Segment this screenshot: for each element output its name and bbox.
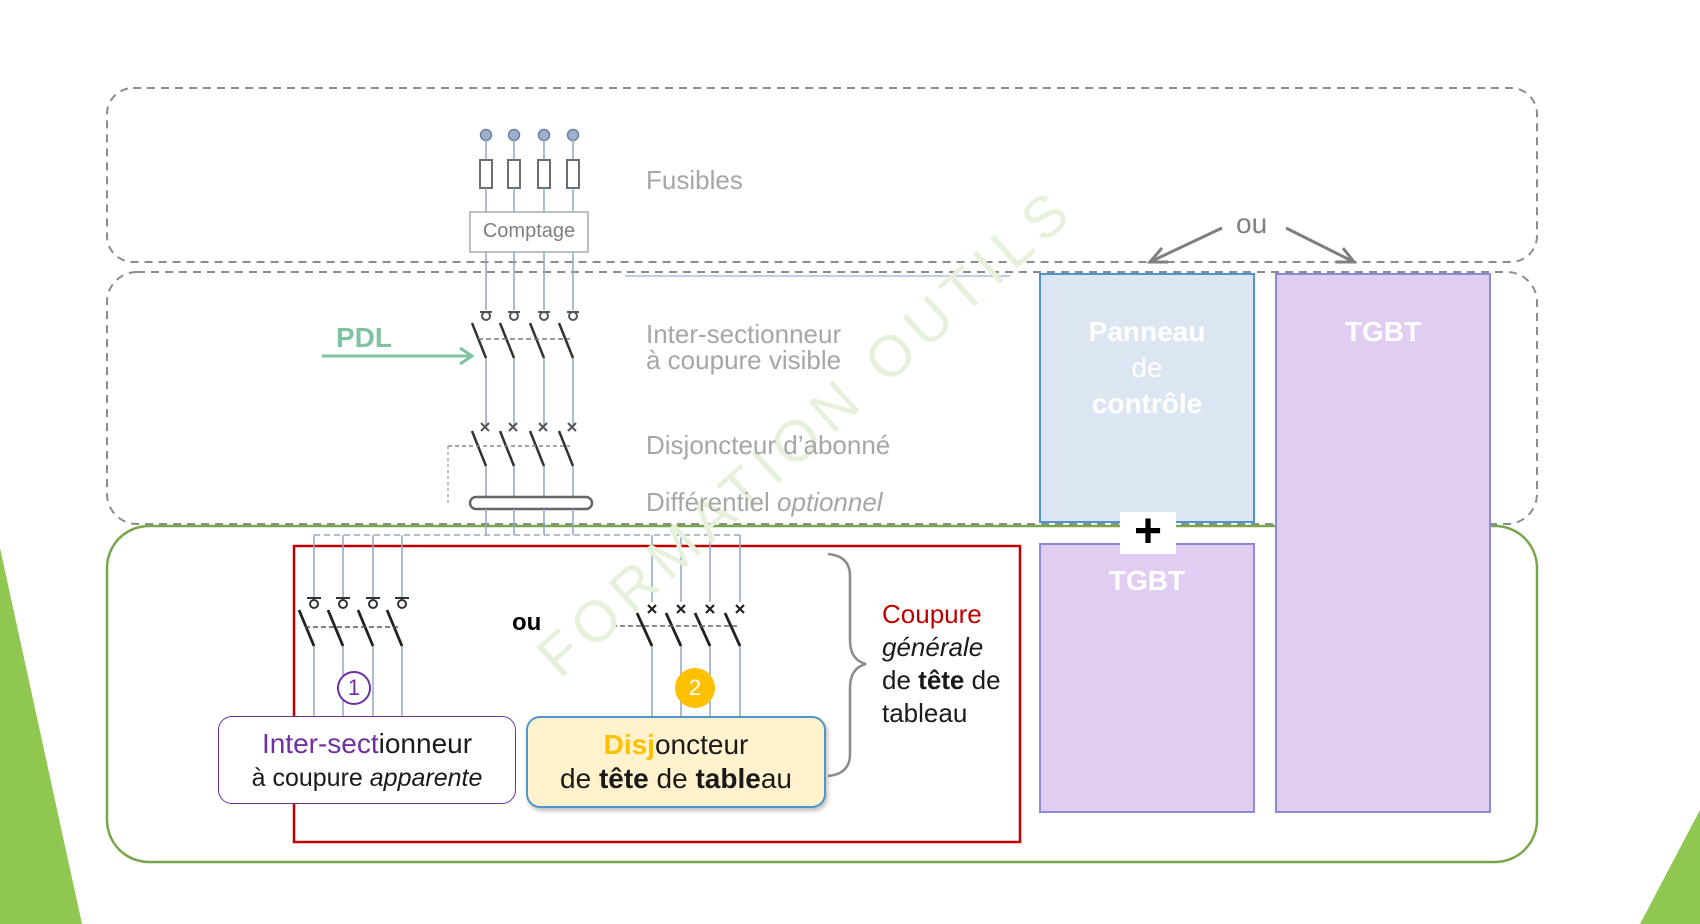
differentiel-word: Différentiel xyxy=(646,487,770,517)
de-word: de xyxy=(1131,352,1163,383)
comptage-label: Comptage xyxy=(482,220,576,242)
fuse-wires-bottom xyxy=(485,188,574,212)
controle-word: contrôle xyxy=(1091,388,1203,419)
pdl-arrow-head xyxy=(459,346,475,366)
optionnel-word: optionnel xyxy=(777,487,883,517)
tgbt-small-label: TGBT xyxy=(1108,565,1186,596)
apparente-part: apparente xyxy=(369,764,483,792)
curly-brace xyxy=(827,552,867,778)
inter-sectionneur-label-line1: Inter-sectionneur xyxy=(646,319,842,349)
panneau-de-controle-label: Panneau de contrôle xyxy=(1040,314,1254,422)
generale-word: générale xyxy=(882,632,984,662)
au-part: au xyxy=(760,763,792,794)
tgbt-tall-label: TGBT xyxy=(1344,316,1422,347)
fuse-wires-top xyxy=(485,140,574,160)
differentiel-torus xyxy=(468,495,594,511)
panneau-word: Panneau xyxy=(1088,316,1206,347)
tgbt-small-box xyxy=(1039,543,1255,813)
pdl-label: PDL xyxy=(336,322,392,353)
inter-sect-part: Inter-sect xyxy=(261,728,379,759)
badge-2-number: 2 xyxy=(688,675,702,700)
de-part-2: de xyxy=(648,763,696,794)
option2-disjoncteur-symbol xyxy=(612,604,745,647)
a-coupure-part: à coupure xyxy=(251,764,370,792)
disjoncteur-tete-tableau-box: Disjoncteur de tête de tableau xyxy=(526,716,826,808)
option1-inter-sectionneur-symbol xyxy=(297,597,409,647)
de-word-2: de xyxy=(964,665,1001,695)
option2-wires xyxy=(651,535,741,716)
left-green-triangle xyxy=(0,548,82,924)
zone-pdl-dashed xyxy=(106,271,1538,525)
inter-sectionneur-visible-symbol xyxy=(470,311,579,359)
wires-to-differentiel xyxy=(485,466,574,498)
inter-sectionneur-apparente-box: Inter-sectionneur à coupure apparente xyxy=(218,716,516,804)
ou-arrow-right-head xyxy=(1336,247,1358,264)
plus-sign-background xyxy=(1120,512,1176,554)
fuse-symbols xyxy=(479,159,580,189)
wires-to-inter xyxy=(485,252,574,310)
zone-fuses-dashed xyxy=(106,87,1538,263)
fuse-terminals xyxy=(479,128,580,142)
inter-sectionneur-apparente-line1: Inter-sectionneur xyxy=(219,727,515,761)
fusibles-label: Fusibles xyxy=(646,165,743,195)
panneau-de-controle-box xyxy=(1039,273,1255,523)
zone-green xyxy=(105,524,1539,864)
ionneur-part: ionneur xyxy=(378,728,473,759)
tete-word: tête xyxy=(918,665,965,695)
wires-to-disjoncteur xyxy=(485,358,574,426)
comptage-box xyxy=(469,211,589,253)
wires-down-from-differentiel xyxy=(485,509,574,535)
table-part: table xyxy=(695,763,761,794)
tgbt-tall-box xyxy=(1275,273,1491,813)
disj-part: Disj xyxy=(603,729,655,760)
tete-part: tête xyxy=(598,763,649,794)
badge-2-circle xyxy=(675,668,715,708)
de-tete-de-line: de tête de xyxy=(882,664,1001,697)
ou-arrow-left xyxy=(1151,226,1223,263)
coupure-generale-red-box xyxy=(292,544,1022,844)
disjoncteur-abonne-label: Disjoncteur d’abonné xyxy=(646,430,891,460)
inter-sectionneur-label-line2: à coupure visible xyxy=(646,345,842,375)
tableau-word: tableau xyxy=(882,698,968,728)
differentiel-label: Différentiel optionnel xyxy=(646,487,883,518)
ou-arrow-right xyxy=(1285,226,1353,263)
disjoncteur-tete-line2: de tête de tableau xyxy=(528,762,824,796)
badge-1-circle xyxy=(337,671,371,705)
de-word-1: de xyxy=(882,665,919,695)
ou-arrow-left-head xyxy=(1146,247,1168,264)
ou-middle-label: ou xyxy=(512,609,542,636)
option1-wires xyxy=(313,535,403,716)
right-green-triangle xyxy=(1640,810,1700,924)
coupure-word: Coupure xyxy=(882,599,982,629)
inter-sectionneur-apparente-line2: à coupure apparente xyxy=(219,761,515,795)
oncteur-part: oncteur xyxy=(654,729,749,760)
disjoncteur-abonne-symbol xyxy=(447,422,577,505)
de-part-1: de xyxy=(560,763,599,794)
disjoncteur-tete-line1: Disjoncteur xyxy=(528,728,824,762)
badge-1-number: 1 xyxy=(347,675,361,700)
plus-sign: + xyxy=(1133,505,1163,558)
coupure-generale-text: Coupure générale de tête de tableau xyxy=(882,598,1001,730)
ou-top-label: ou xyxy=(1236,208,1268,239)
